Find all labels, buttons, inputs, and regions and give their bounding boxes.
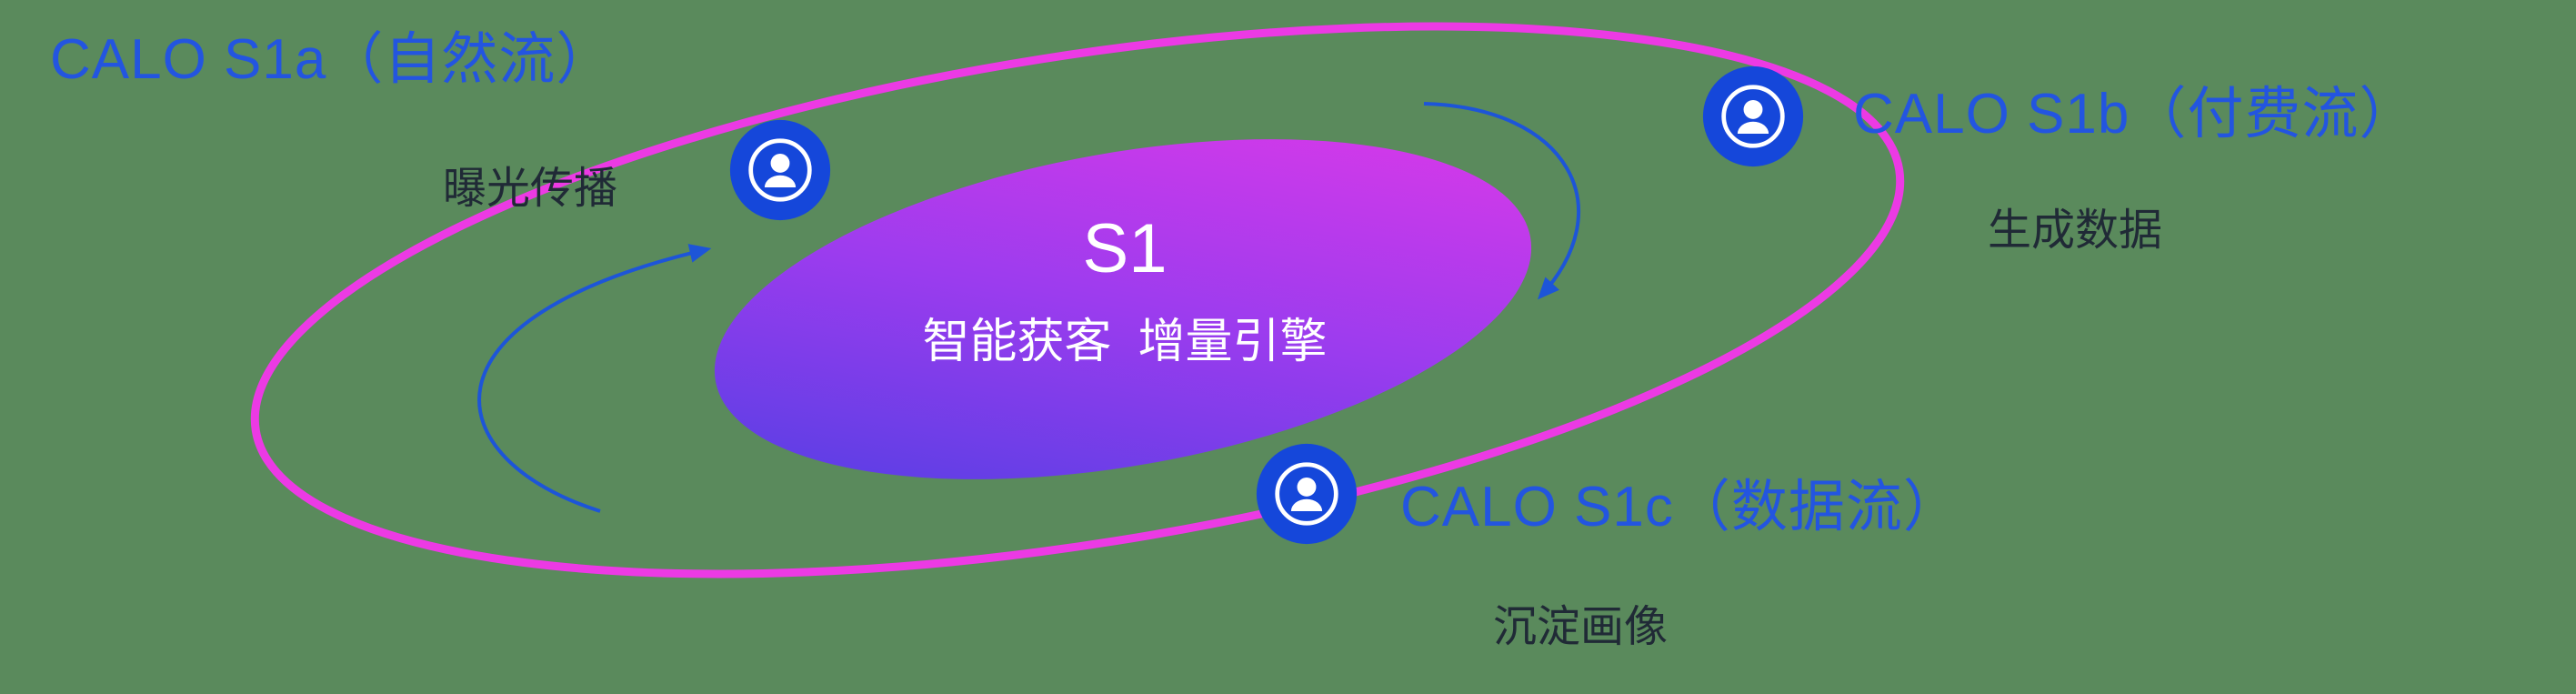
user-icon [1702, 65, 1804, 167]
flow-arrow-left [477, 244, 712, 513]
user-icon [1256, 443, 1358, 545]
orbit-ring [250, 22, 1905, 578]
node-s1a-label: CALO S1a（自然流） [50, 28, 614, 91]
core-ellipse [714, 139, 1532, 479]
node-s1c-label: CALO S1c（数据流） [1400, 476, 1960, 538]
node-s1a-sublabel: 曝光传播 [443, 165, 618, 213]
core-subtitle: 智能获客 增量引擎 [922, 316, 1328, 368]
node-s1b-label: CALO S1b（付费流） [1853, 83, 2417, 146]
user-icon [729, 119, 831, 221]
node-s1c-sublabel: 沉淀画像 [1493, 603, 1669, 651]
node-s1b-sublabel: 生成数据 [1988, 206, 2163, 255]
core-title: S1 [1082, 210, 1168, 287]
flow-arrow-right [1423, 102, 1580, 300]
